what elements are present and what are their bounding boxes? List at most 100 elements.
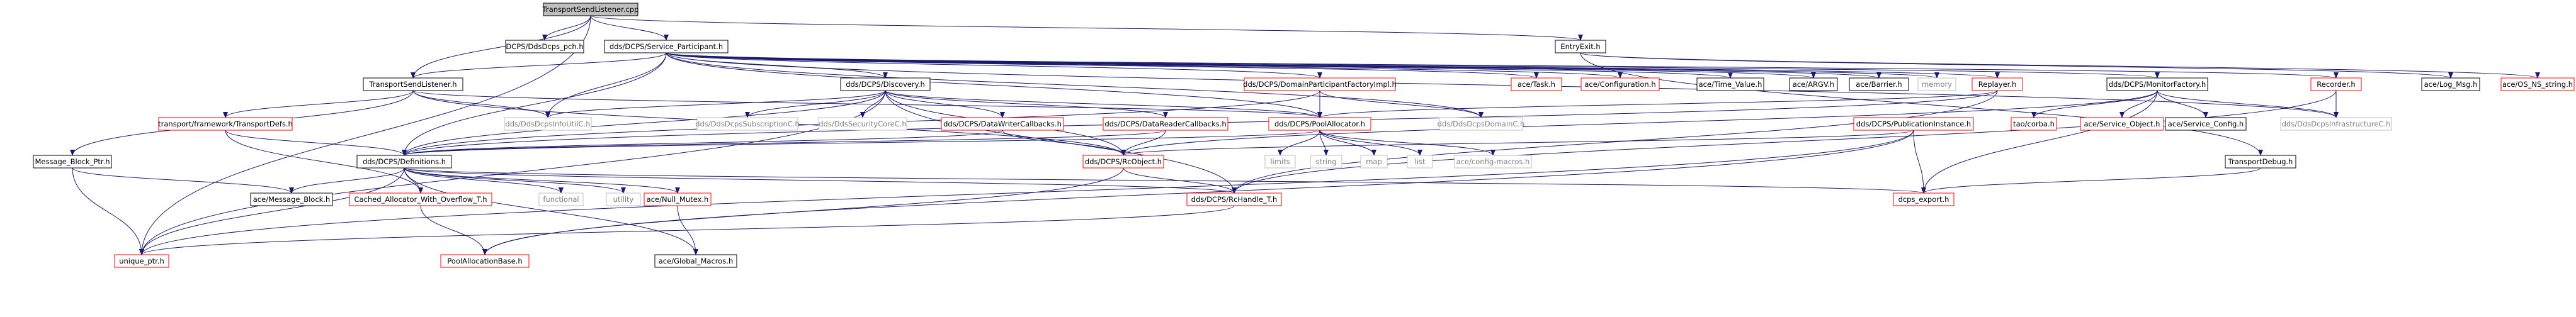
node-configmacros[interactable]: ace/config-macros.h	[1454, 155, 1532, 169]
edge-definitions-to-utility	[404, 167, 626, 194]
node-taocorba[interactable]: tao/corba.h	[2011, 117, 2057, 131]
node-box	[504, 117, 592, 131]
node-transportdefs[interactable]: transport/framework/TransportDefs.h	[158, 117, 293, 131]
node-tsl[interactable]: TransportSendListener.h	[363, 77, 463, 91]
node-recorder[interactable]: Recorder.h	[2310, 77, 2362, 91]
node-box	[440, 254, 530, 268]
edge-tsl-to-ddsdcpsinfoutilc	[412, 90, 550, 118]
node-ddsdcpsinfoutilc[interactable]: dds/DdsDcpsInfoUtilC.h	[504, 117, 592, 131]
edge-definitions-to-rchandle	[404, 167, 1237, 194]
edge-dwcb-to-definitions	[402, 130, 1003, 156]
node-utility[interactable]: utility	[606, 192, 641, 206]
edge-rchandle-to-uniqueptr	[139, 205, 1235, 255]
node-mbptr[interactable]: Message_Block_Ptr.h	[33, 155, 112, 169]
node-box	[1849, 77, 1909, 91]
edge-poolalloc-to-configmacros	[1319, 130, 1495, 156]
node-argv[interactable]: ace/ARGV.h	[1789, 77, 1838, 91]
node-box	[1555, 40, 1606, 53]
node-box	[2165, 117, 2247, 131]
node-uniqueptr[interactable]: unique_ptr.h	[114, 254, 169, 268]
node-messageblock[interactable]: ace/Message_Block.h	[250, 192, 333, 206]
node-transportdebug[interactable]: TransportDebug.h	[2225, 155, 2296, 169]
node-globalmacros[interactable]: ace/Global_Macros.h	[654, 254, 737, 268]
node-box	[1696, 77, 1764, 91]
node-pch[interactable]: DCPS/DdsDcps_pch.h	[505, 40, 584, 53]
node-box	[158, 117, 293, 131]
edge-dwcb-to-rcobject	[1002, 130, 1126, 156]
node-logmsg[interactable]: ace/Log_Msg.h	[2421, 77, 2480, 91]
node-dcpsexport[interactable]: dcps_export.h	[1893, 192, 1955, 206]
edge-discovery-to-poolalloc	[885, 90, 1322, 118]
node-box	[1268, 117, 1371, 131]
node-dpfi[interactable]: dds/DCPS/DomainParticipantFactoryImpl.h	[1243, 77, 1397, 91]
edge-definitions-to-functional	[404, 167, 564, 194]
edge-tsl-to-transportdefs	[223, 90, 414, 118]
node-securitycorec[interactable]: dds/DdsSecurityCoreC.h	[818, 117, 907, 131]
node-serviceobject[interactable]: ace/Service_Object.h	[2080, 117, 2164, 131]
node-barrier[interactable]: ace/Barrier.h	[1849, 77, 1909, 91]
edge-mbptr-to-messageblock	[72, 167, 294, 194]
node-dwcb[interactable]: dds/DCPS/DataWriterCallbacks.h	[941, 117, 1064, 131]
node-poolalloc[interactable]: dds/DCPS/PoolAllocator.h	[1268, 117, 1371, 131]
node-poolallocbase[interactable]: PoolAllocationBase.h	[440, 254, 530, 268]
node-box	[2080, 117, 2164, 131]
edge-replayer-to-poolalloc	[1317, 90, 1998, 118]
node-box	[2310, 77, 2362, 91]
node-limits[interactable]: limits	[1264, 155, 1296, 169]
node-label: Message_Block_Ptr.h	[35, 157, 110, 166]
node-pubinst[interactable]: dds/DCPS/PublicationInstance.h	[1853, 117, 1974, 131]
node-subscriptionc[interactable]: dds/DdsDcpsSubscriptionC.h	[695, 117, 800, 131]
node-functional[interactable]: functional	[538, 192, 584, 206]
edge-discovery-to-definitions	[402, 90, 886, 156]
node-definitions[interactable]: dds/DCPS/Definitions.h	[356, 155, 452, 169]
edge-sp-to-replayer	[666, 52, 2000, 79]
node-timevalue[interactable]: ace/Time_Value.h	[1696, 77, 1764, 91]
node-map[interactable]: map	[1360, 155, 1388, 169]
node-cached[interactable]: Cached_Allocator_With_Overflow_T.h	[349, 192, 492, 206]
node-serviceconfig[interactable]: ace/Service_Config.h	[2165, 117, 2247, 131]
edge-definitions-to-dcpsexport	[404, 167, 1926, 194]
node-infrac[interactable]: dds/DdsDcpsInfrastructureC.h	[2280, 117, 2392, 131]
node-domainc[interactable]: dds/DdsDcpsDomainC.h	[1438, 117, 1525, 131]
node-box	[505, 40, 584, 53]
edge-monitorfactory-to-infrac	[2157, 90, 2339, 118]
node-list[interactable]: list	[1407, 155, 1433, 169]
node-box	[2500, 77, 2575, 91]
node-drcb[interactable]: dds/DCPS/DataReaderCallbacks.h	[1103, 117, 1228, 131]
node-box	[1917, 77, 1956, 91]
node-rcobject[interactable]: dds/DCPS/RcObject.h	[1082, 155, 1164, 169]
node-label: dds/DCPS/Discovery.h	[846, 80, 925, 89]
node-nullmutex[interactable]: ace/Null_Mutex.h	[644, 192, 712, 206]
node-osns[interactable]: ace/OS_NS_string.h	[2500, 77, 2575, 91]
node-task[interactable]: ace/Task.h	[1511, 77, 1562, 91]
node-box	[1360, 155, 1388, 169]
node-label: ace/Service_Object.h	[2084, 120, 2160, 128]
node-label: transport/framework/TransportDefs.h	[158, 120, 293, 128]
node-box	[696, 117, 798, 131]
node-monitorfactory[interactable]: dds/DCPS/MonitorFactory.h	[2106, 77, 2208, 91]
node-memory[interactable]: memory	[1917, 77, 1956, 91]
node-label: dds/DdsDcpsInfoUtilC.h	[505, 120, 590, 128]
node-discovery[interactable]: dds/DCPS/Discovery.h	[840, 77, 931, 91]
node-replayer[interactable]: Replayer.h	[1972, 77, 2023, 91]
node-label: ace/Time_Value.h	[1699, 80, 1762, 89]
node-label: dds/DdsDcpsSubscriptionC.h	[695, 120, 800, 128]
node-label: functional	[543, 195, 579, 204]
node-config[interactable]: ace/Configuration.h	[1580, 77, 1660, 91]
edge-root-to-sp	[590, 15, 669, 41]
node-string[interactable]: string	[1310, 155, 1342, 169]
node-entryexit[interactable]: EntryExit.h	[1555, 40, 1606, 53]
node-label: Replayer.h	[1978, 80, 2017, 89]
edge-root-to-uniqueptr	[139, 15, 591, 255]
edge-root-to-pch	[542, 15, 591, 41]
node-box	[1789, 77, 1838, 91]
node-label: dds/DdsDcpsInfrastructureC.h	[2282, 120, 2391, 128]
node-label: DCPS/DdsDcps_pch.h	[506, 42, 583, 51]
edge-pubinst-to-poolallocbase	[482, 130, 1914, 255]
node-sp[interactable]: dds/DCPS/Service_Participant.h	[604, 40, 729, 53]
node-rchandle[interactable]: dds/DCPS/RcHandle_T.h	[1186, 192, 1282, 206]
node-label: TransportDebug.h	[2228, 157, 2293, 166]
node-label: dds/DCPS/Definitions.h	[363, 157, 446, 166]
edge-definitions-to-uniqueptr	[139, 167, 405, 255]
edge-discovery-to-ddsdcpsinfoutilc	[545, 90, 886, 118]
